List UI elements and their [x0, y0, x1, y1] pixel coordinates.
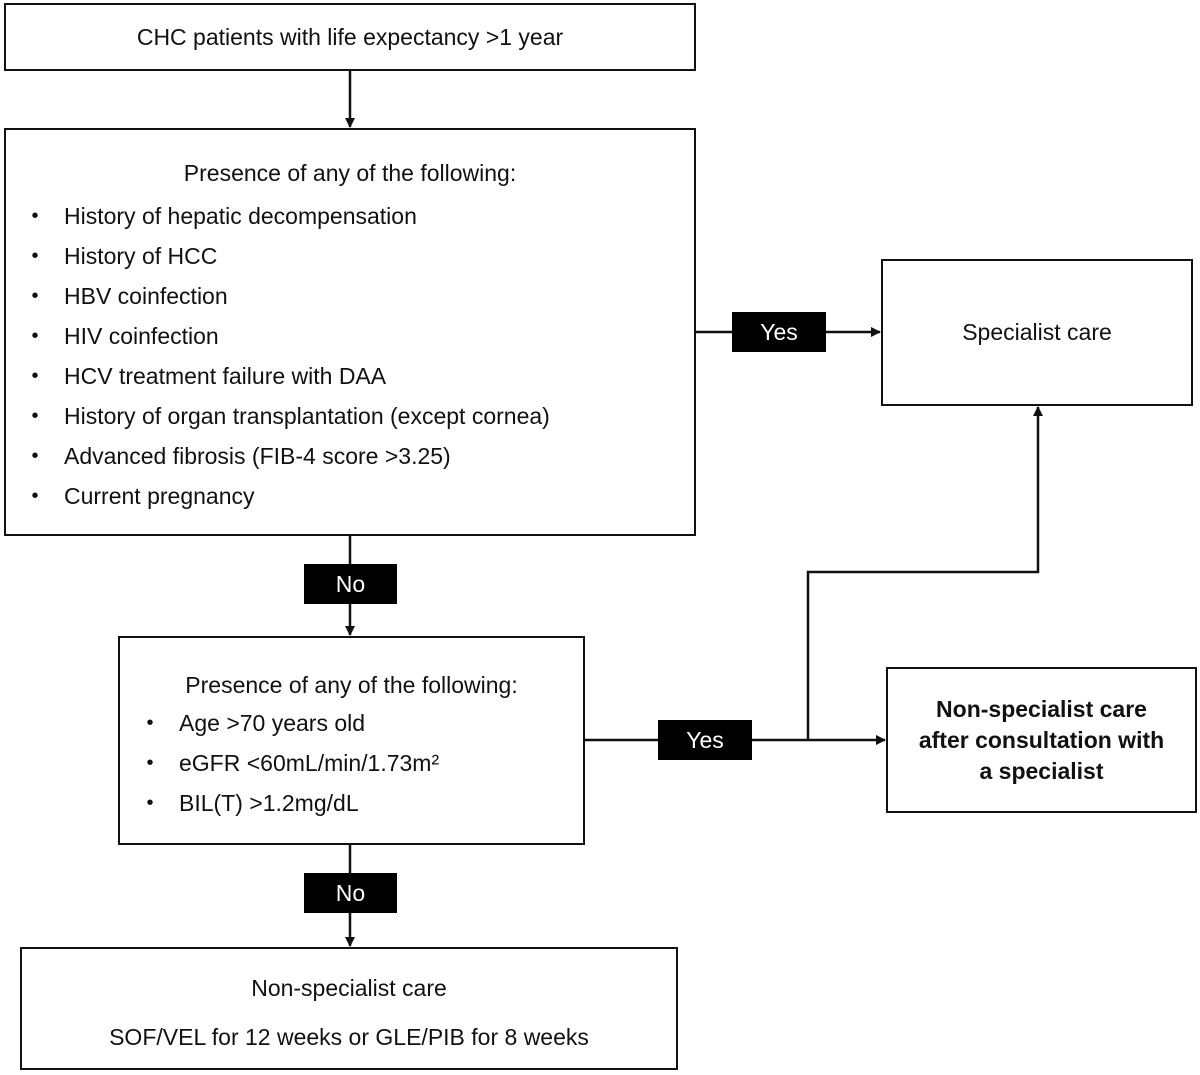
final-care-title: Non-specialist care	[251, 975, 447, 1001]
bullet-icon: •	[31, 445, 39, 467]
list-item: • Current pregnancy	[28, 476, 550, 516]
list-item: • BIL(T) >1.2mg/dL	[143, 783, 439, 823]
bullet-icon: •	[31, 365, 39, 387]
start-box: CHC patients with life expectancy >1 yea…	[4, 3, 696, 71]
criteria-box-moderate-risk: Presence of any of the following: • Age >…	[118, 636, 585, 845]
specialist-care-text: Specialist care	[962, 319, 1112, 345]
consultation-care-line-1: Non-specialist care	[936, 695, 1147, 722]
list-item-text: HBV coinfection	[64, 283, 228, 309]
criteria-list-2: • Age >70 years old • eGFR <60mL/min/1.73m…	[143, 703, 439, 823]
bullet-icon: •	[146, 752, 154, 774]
criteria-box-high-risk: Presence of any of the following: • Histo…	[4, 128, 696, 536]
bullet-icon: •	[31, 205, 39, 227]
yes-label-2: Yes	[658, 720, 752, 760]
criteria-box-2-heading: Presence of any of the following:	[185, 672, 518, 698]
bullet-icon: •	[31, 285, 39, 307]
list-item-text: History of hepatic decompensation	[64, 203, 417, 229]
bullet-icon: •	[31, 485, 39, 507]
bullet-icon: •	[146, 712, 154, 734]
specialist-care-box: Specialist care	[881, 259, 1193, 406]
final-care-box: Non-specialist care SOF/VEL for 12 weeks…	[20, 947, 678, 1070]
arrow-branch-to-specialist	[806, 406, 1043, 740]
yes-label-1: Yes	[732, 312, 826, 352]
criteria-list-1: • History of hepatic decompensation • Hist…	[28, 196, 550, 516]
list-item-text: History of HCC	[64, 243, 218, 269]
no-label-2: No	[304, 873, 397, 913]
list-item: • Advanced fibrosis (FIB-4 score >3.25)	[28, 436, 550, 476]
list-item: • HCV treatment failure with DAA	[28, 356, 550, 396]
list-item: • HBV coinfection	[28, 276, 550, 316]
list-item: • eGFR <60mL/min/1.73m²	[143, 743, 439, 783]
list-item-text: Age >70 years old	[179, 710, 366, 736]
criteria-box-1-heading: Presence of any of the following:	[183, 160, 517, 186]
no-label-1: No	[304, 564, 397, 604]
list-item-text: History of organ transplantation (except…	[64, 403, 550, 429]
consultation-care-line-3: a specialist	[979, 757, 1104, 784]
list-item-text: HIV coinfection	[64, 323, 219, 349]
final-care-regimen: SOF/VEL for 12 weeks or GLE/PIB for 8 we…	[109, 1024, 589, 1050]
bullet-icon: •	[31, 405, 39, 427]
list-item: • History of HCC	[28, 236, 550, 276]
consultation-care-line-2: after consultation with	[918, 726, 1165, 753]
bullet-icon: •	[146, 792, 154, 814]
list-item: • History of hepatic decompensation	[28, 196, 550, 236]
list-item-text: eGFR <60mL/min/1.73m²	[179, 750, 440, 776]
list-item-text: BIL(T) >1.2mg/dL	[179, 790, 359, 816]
consultation-care-box: Non-specialist care after consultation w…	[886, 667, 1197, 813]
list-item-text: HCV treatment failure with DAA	[64, 363, 387, 389]
start-box-text: CHC patients with life expectancy >1 yea…	[136, 23, 564, 50]
list-item-text: Advanced fibrosis (FIB-4 score >3.25)	[64, 443, 451, 469]
list-item: • HIV coinfection	[28, 316, 550, 356]
bullet-icon: •	[31, 325, 39, 347]
bullet-icon: •	[31, 245, 39, 267]
list-item: • History of organ transplantation (excep…	[28, 396, 550, 436]
list-item-text: Current pregnancy	[64, 483, 255, 509]
list-item: • Age >70 years old	[143, 703, 439, 743]
